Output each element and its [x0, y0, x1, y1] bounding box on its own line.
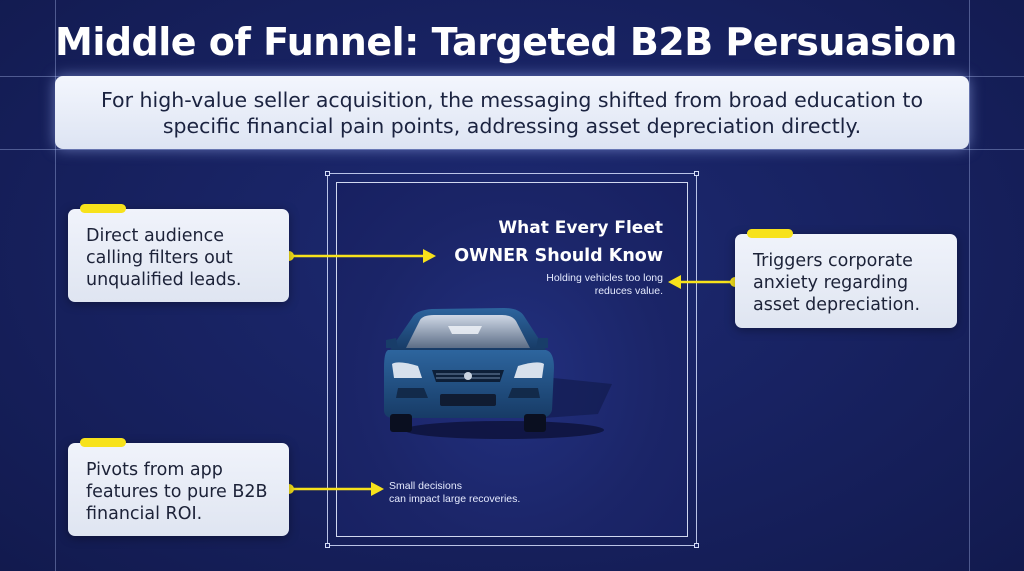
ad-frame-outer — [327, 173, 697, 546]
arrow-bottom-left — [284, 482, 384, 496]
ad-caption-top: Holding vehicles too long reduces value. — [546, 272, 663, 297]
ad-headline-line2: OWNER Should Know — [454, 246, 663, 266]
note-text: Pivots from app features to pure B2B fin… — [86, 460, 268, 524]
page-title: Middle of Funnel: Targeted B2B Persuasio… — [55, 20, 957, 64]
resize-handle — [325, 171, 330, 176]
note-text: Triggers corporate anxiety regarding ass… — [753, 251, 921, 315]
subtitle-banner: For high-value seller acquisition, the m… — [55, 76, 969, 149]
car-icon — [384, 308, 612, 439]
note-tab — [80, 438, 126, 447]
guide-line — [0, 149, 1024, 150]
note-card-audience: Direct audience calling filters out unqu… — [68, 204, 289, 302]
arrow-right — [668, 275, 740, 289]
guide-line — [55, 0, 56, 571]
note-tab — [80, 204, 126, 213]
resize-handle — [325, 543, 330, 548]
note-card-roi: Pivots from app features to pure B2B fin… — [68, 438, 289, 536]
subtitle-text: For high-value seller acquisition, the m… — [100, 87, 923, 138]
resize-handle — [694, 171, 699, 176]
arrow-top-left — [284, 249, 436, 263]
resize-handle — [694, 543, 699, 548]
note-text: Direct audience calling filters out unqu… — [86, 226, 242, 290]
ad-caption-bottom: Small decisions can impact large recover… — [389, 480, 521, 505]
ad-headline-line1: What Every Fleet — [498, 218, 663, 238]
note-card-anxiety: Triggers corporate anxiety regarding ass… — [735, 229, 957, 328]
note-tab — [747, 229, 793, 238]
guide-line — [969, 0, 970, 571]
